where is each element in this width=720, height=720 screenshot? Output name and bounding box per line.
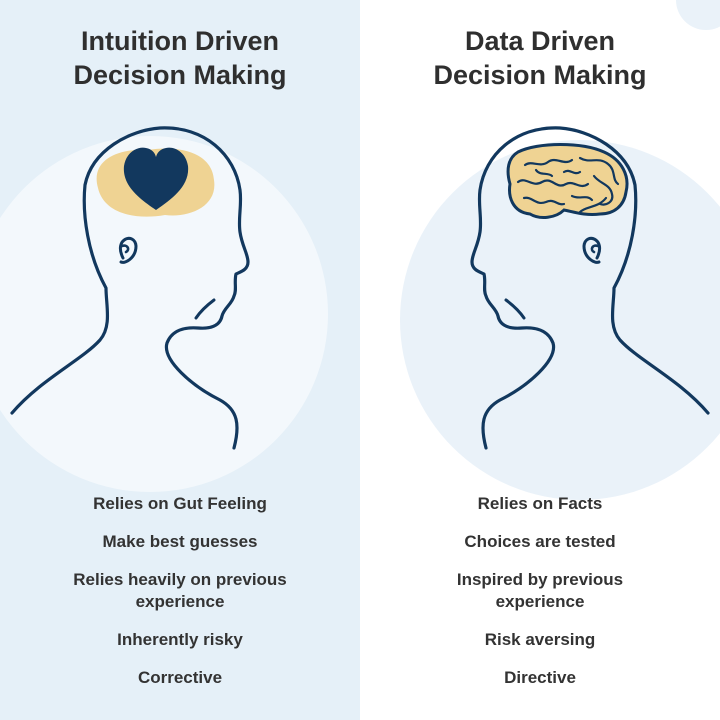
jaw-line — [504, 298, 526, 320]
data-head-illustration — [470, 126, 710, 450]
data-title: Data Driven Decision Making — [360, 24, 720, 92]
ear-inner — [120, 244, 130, 254]
data-point: Inspired by previous experience — [456, 570, 624, 611]
intuition-title-line-1: Intuition Driven — [81, 26, 279, 56]
intuition-points: Relies on Gut Feeling Make best guesses … — [0, 493, 360, 705]
data-point: Directive — [504, 668, 576, 687]
ear-icon — [582, 236, 601, 264]
intuition-head-illustration — [10, 126, 250, 450]
heart-icon — [123, 147, 189, 210]
data-point: Risk aversing — [484, 630, 596, 649]
data-point: Choices are tested — [464, 532, 616, 551]
data-title-line-2: Decision Making — [433, 60, 647, 90]
brain-icon — [506, 143, 629, 219]
ear-icon — [119, 236, 138, 264]
intuition-point: Relies heavily on previous experience — [73, 570, 287, 611]
intuition-panel: Intuition Driven Decision Making Relies … — [0, 0, 360, 720]
head-outline — [470, 126, 710, 450]
intuition-title: Intuition Driven Decision Making — [0, 24, 360, 92]
head-outline — [10, 126, 250, 450]
intuition-point: Relies on Gut Feeling — [93, 494, 267, 513]
intuition-point: Corrective — [137, 668, 223, 687]
ear-inner — [590, 244, 600, 254]
jaw-line — [194, 298, 216, 320]
intuition-point: Make best guesses — [102, 532, 258, 551]
data-panel: Data Driven Decision Making Rel — [360, 0, 720, 720]
intuition-title-line-2: Decision Making — [73, 60, 287, 90]
intuition-point: Inherently risky — [117, 630, 243, 649]
data-title-line-1: Data Driven — [464, 26, 616, 56]
data-points: Relies on Facts Choices are tested Inspi… — [360, 493, 720, 705]
data-point: Relies on Facts — [477, 494, 603, 513]
